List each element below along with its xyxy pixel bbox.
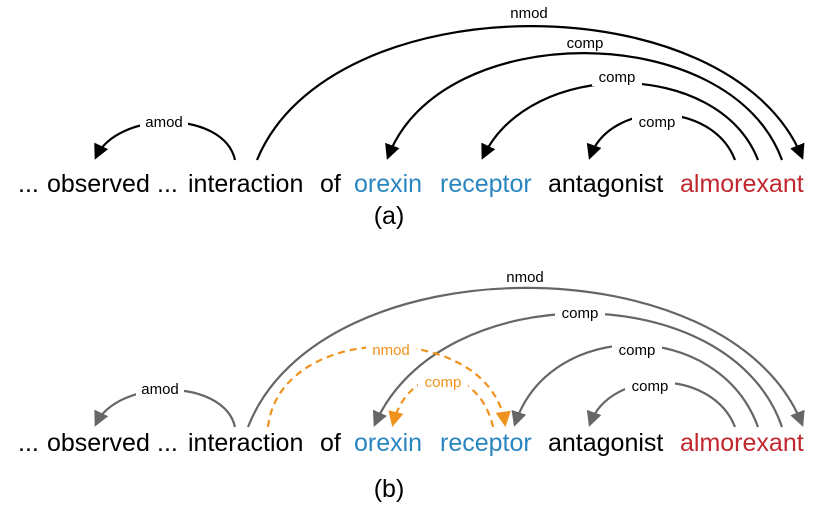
arc-label-comp: comp (632, 113, 682, 131)
arc-label-nmod: nmod (504, 4, 554, 22)
arc-label-nmod-added: nmod (366, 341, 416, 359)
token: observed (47, 170, 150, 198)
token-entity: almorexant (680, 429, 804, 457)
token: of (320, 429, 341, 457)
arc-label-comp: comp (592, 68, 642, 86)
arc-nmod (246, 286, 805, 428)
arc-comp-orexin (372, 312, 784, 428)
token: ... (157, 170, 178, 198)
arc-nmod (255, 25, 805, 161)
arc-label-comp: comp (560, 34, 610, 52)
token-entity: orexin (354, 429, 422, 457)
token: ... (157, 429, 178, 457)
svg-text:nmod: nmod (372, 342, 410, 359)
token: ... (18, 170, 39, 198)
panel-b: amod nmod comp comp comp nmod comp ... (18, 268, 805, 503)
arc-label-amod: amod (140, 113, 188, 131)
arc-label-comp-added: comp (418, 373, 468, 391)
panel-label-b: (b) (374, 475, 405, 503)
arc-label-comp: comp (625, 377, 675, 395)
sentence-b: ... observed ... interaction of orexin r… (18, 429, 804, 457)
svg-text:comp: comp (567, 35, 604, 52)
token: antagonist (548, 170, 663, 198)
svg-text:comp: comp (632, 378, 669, 395)
panel-a: amod nmod comp comp comp ... observed ..… (18, 4, 805, 230)
token: of (320, 170, 341, 198)
token: observed (47, 429, 150, 457)
svg-text:comp: comp (639, 114, 676, 131)
token-entity: receptor (440, 170, 532, 198)
arc-label-comp: comp (612, 341, 662, 359)
sentence-a: ... observed ... interaction of orexin r… (18, 170, 804, 198)
svg-text:comp: comp (619, 342, 656, 359)
svg-text:nmod: nmod (510, 5, 548, 22)
token-entity: receptor (440, 429, 532, 457)
arc-label-nmod: nmod (500, 268, 550, 286)
svg-text:comp: comp (599, 69, 636, 86)
svg-text:amod: amod (145, 114, 183, 131)
svg-text:nmod: nmod (506, 269, 544, 286)
arc-comp-orexin (385, 52, 784, 161)
arc-nmod-added (266, 345, 511, 428)
arc-label-amod: amod (136, 380, 184, 398)
svg-text:amod: amod (141, 381, 179, 398)
svg-text:comp: comp (425, 374, 462, 391)
panel-label-a: (a) (374, 202, 405, 230)
arc-label-comp: comp (555, 304, 605, 322)
token: interaction (188, 429, 303, 457)
token: antagonist (548, 429, 663, 457)
svg-text:comp: comp (562, 305, 599, 322)
token: ... (18, 429, 39, 457)
token: interaction (188, 170, 303, 198)
token-entity: almorexant (680, 170, 804, 198)
arc-comp-receptor (481, 82, 760, 161)
token-entity: orexin (354, 170, 422, 198)
